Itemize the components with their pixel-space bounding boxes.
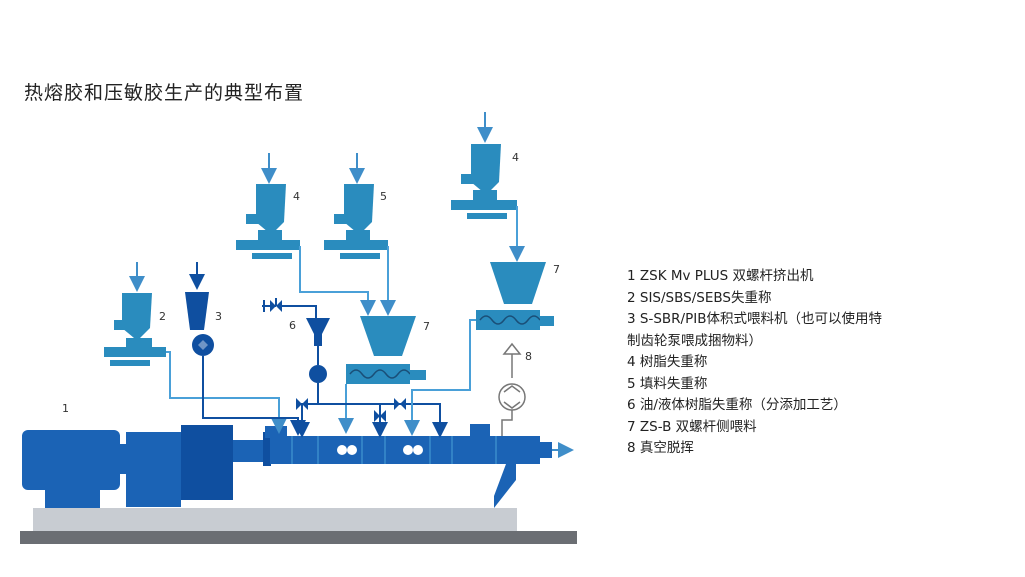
vacuum-degassing-8 <box>498 342 526 436</box>
legend-item-5: 5 填料失重称 <box>627 375 708 392</box>
label-7-left: 7 <box>423 320 430 333</box>
label-8: 8 <box>525 350 532 363</box>
feeder-6 <box>262 298 448 438</box>
legend-item-3: 3 S-SBR/PIB体积式喂料机（也可以使用特 <box>627 311 882 327</box>
floor <box>20 531 577 544</box>
label-2: 2 <box>159 310 166 323</box>
label-4-left: 4 <box>293 190 300 203</box>
legend-item-7: 7 ZS-B 双螺杆侧喂料 <box>627 418 757 435</box>
label-4-right: 4 <box>512 151 519 164</box>
motor <box>22 425 271 508</box>
legend-item-2: 2 SIS/SBS/SEBS失重称 <box>627 289 772 306</box>
side-feeder-7-left <box>338 316 426 434</box>
label-5: 5 <box>380 190 387 203</box>
feeder-5 <box>324 153 396 316</box>
legend-item-1: 1 ZSK Mv PLUS 双螺杆挤出机 <box>627 268 814 284</box>
label-1: 1 <box>62 402 69 415</box>
legend-item-8: 8 真空脱挥 <box>627 440 694 456</box>
label-3: 3 <box>215 310 222 323</box>
side-feeder-7-right <box>404 262 554 436</box>
feeder-4-left <box>236 153 376 316</box>
label-7-right: 7 <box>553 263 560 276</box>
base-platform <box>33 508 517 531</box>
diagram-title: 热熔胶和压敏胶生产的典型布置 <box>24 82 305 104</box>
legend: 1 ZSK Mv PLUS 双螺杆挤出机 2 SIS/SBS/SEBS失重称 3… <box>627 266 882 460</box>
label-6: 6 <box>289 319 296 332</box>
feeder-2 <box>104 262 287 434</box>
feeder-4-right <box>451 112 525 262</box>
extruder-barrel <box>265 424 552 508</box>
legend-item-6: 6 油/液体树脂失重称（分添加工艺） <box>627 397 847 413</box>
feeder-3 <box>185 262 306 436</box>
legend-item-3-cont: 制齿轮泵喂成捆物料） <box>627 332 762 349</box>
legend-item-4: 4 树脂失重称 <box>627 354 708 370</box>
